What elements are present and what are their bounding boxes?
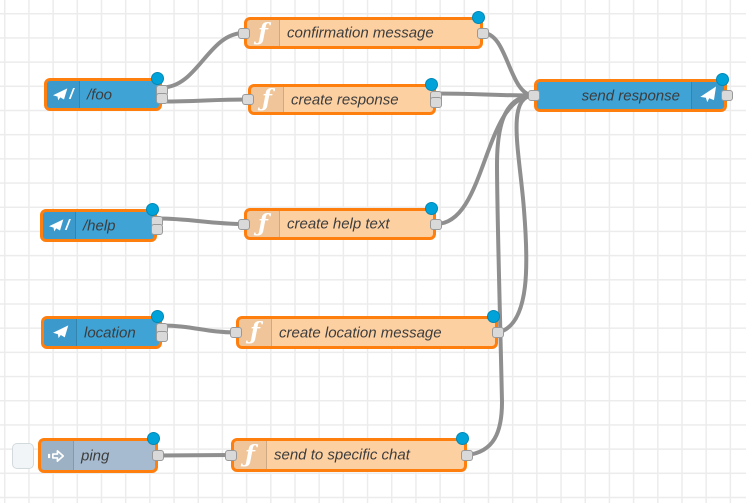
node-label: /foo bbox=[87, 86, 113, 103]
output-port-2[interactable] bbox=[156, 93, 168, 104]
node-label: create location message bbox=[279, 324, 442, 341]
node-label: ping bbox=[81, 447, 110, 464]
changed-indicator bbox=[425, 202, 438, 215]
wire-confirmation-to-send-response[interactable] bbox=[482, 31, 535, 98]
wire-create-response-to-send-response[interactable] bbox=[435, 91, 535, 98]
changed-indicator bbox=[147, 432, 160, 445]
function-icon: ƒ bbox=[247, 211, 280, 237]
output-port-2[interactable] bbox=[151, 224, 163, 235]
input-port[interactable] bbox=[238, 27, 250, 39]
output-port[interactable] bbox=[461, 449, 473, 461]
output-port[interactable] bbox=[492, 327, 504, 338]
telegram-command-icon: / bbox=[43, 212, 76, 239]
inject-arrow-icon bbox=[41, 441, 74, 470]
node-create-response[interactable]: ƒ create response bbox=[242, 78, 442, 115]
node-label: confirmation message bbox=[287, 24, 434, 42]
changed-indicator bbox=[472, 11, 485, 24]
input-port[interactable] bbox=[225, 449, 237, 461]
function-icon: ƒ bbox=[234, 441, 267, 469]
telegram-command-icon: / bbox=[47, 81, 80, 108]
node-ping[interactable]: ping bbox=[38, 432, 164, 473]
command-slash-icon: / bbox=[65, 217, 70, 234]
function-icon: ƒ bbox=[239, 319, 272, 346]
changed-indicator bbox=[151, 310, 164, 323]
wire-foo-to-confirmation[interactable] bbox=[161, 31, 245, 90]
changed-indicator bbox=[146, 203, 159, 216]
node-label: send to specific chat bbox=[274, 446, 410, 464]
node-send-response[interactable]: send response bbox=[528, 73, 733, 112]
input-port[interactable] bbox=[238, 218, 250, 230]
telegram-event-icon bbox=[44, 319, 77, 346]
changed-indicator bbox=[456, 432, 469, 445]
node-create-help-text[interactable]: ƒ create help text bbox=[238, 202, 442, 240]
function-icon: ƒ bbox=[251, 87, 284, 112]
input-port[interactable] bbox=[242, 94, 254, 105]
node-location[interactable]: location bbox=[41, 310, 168, 349]
paper-plane-icon bbox=[52, 324, 69, 341]
node-help[interactable]: / /help bbox=[40, 203, 163, 242]
node-confirmation-message[interactable]: ƒ confirmation message bbox=[238, 11, 489, 49]
function-icon: ƒ bbox=[247, 20, 280, 46]
changed-indicator bbox=[487, 310, 500, 323]
input-port[interactable] bbox=[528, 90, 540, 101]
node-create-location-message[interactable]: ƒ create location message bbox=[230, 310, 504, 349]
node-label: location bbox=[84, 324, 136, 341]
telegram-sender-icon bbox=[691, 82, 724, 109]
paper-plane-icon bbox=[699, 86, 718, 105]
paper-plane-icon bbox=[48, 218, 64, 234]
wire-create-location-message-to-send-response[interactable] bbox=[497, 93, 535, 335]
input-port[interactable] bbox=[230, 327, 242, 338]
node-foo[interactable]: / /foo bbox=[44, 72, 168, 111]
command-slash-icon: / bbox=[69, 86, 74, 103]
node-label: create help text bbox=[287, 215, 390, 233]
wire-location-to-create-location-message[interactable] bbox=[161, 323, 237, 335]
node-label: /help bbox=[83, 217, 116, 234]
node-label: send response bbox=[581, 87, 680, 104]
wire-foo-to-create-response[interactable] bbox=[161, 97, 249, 104]
node-send-to-specific-chat[interactable]: ƒ send to specific chat bbox=[225, 432, 473, 472]
output-port[interactable] bbox=[152, 450, 164, 461]
wire-ping-to-send-to-specific-chat[interactable] bbox=[157, 453, 232, 458]
inject-button[interactable] bbox=[12, 443, 34, 469]
node-label: create response bbox=[291, 91, 399, 108]
wire-help-to-create-help-text[interactable] bbox=[156, 216, 245, 226]
output-port[interactable] bbox=[721, 90, 733, 101]
changed-indicator bbox=[151, 72, 164, 85]
changed-indicator bbox=[716, 73, 729, 86]
output-port-2[interactable] bbox=[156, 331, 168, 342]
output-port[interactable] bbox=[477, 27, 489, 39]
changed-indicator bbox=[425, 78, 438, 91]
output-port[interactable] bbox=[430, 218, 442, 230]
paper-plane-icon bbox=[52, 87, 68, 103]
wire-send-to-specific-chat-to-send-response[interactable] bbox=[466, 93, 535, 457]
output-port-2[interactable] bbox=[430, 97, 442, 108]
